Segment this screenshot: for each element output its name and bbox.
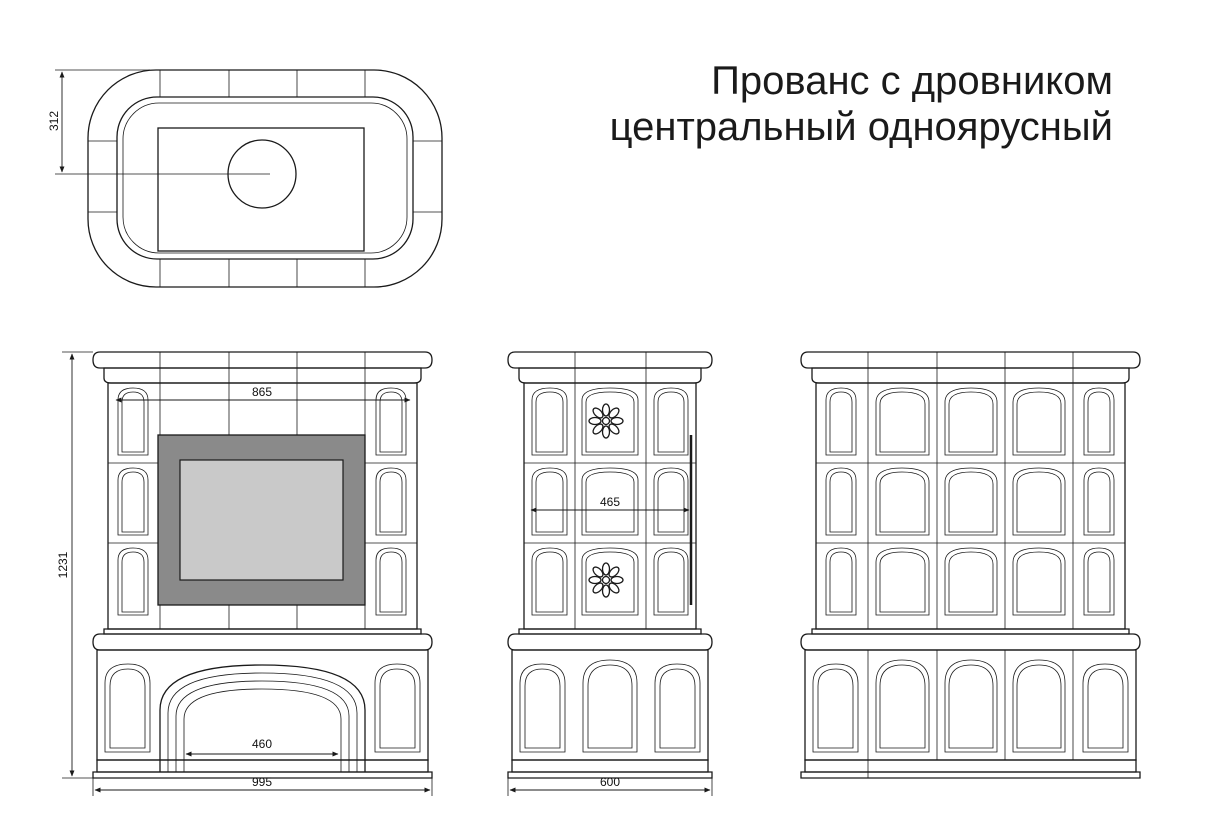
back-lower-tiles [812, 659, 1129, 753]
plan-depth-label: 312 [47, 111, 61, 131]
back-middle-cornice [800, 633, 1141, 651]
title-line-1: Прованс с дровником [711, 59, 1113, 103]
plan-outer-outline [87, 69, 443, 288]
side-upper-tiles [531, 387, 689, 616]
front-side-tiles [117, 387, 407, 616]
side-inner-width-label: 465 [600, 495, 620, 509]
front-total-width-label: 995 [252, 775, 272, 789]
back-lower-body [804, 649, 1137, 761]
rosette-ornament-top [588, 403, 624, 439]
front-view: 865 460 995 1231 [56, 351, 433, 796]
side-view: 465 600 [507, 351, 713, 796]
firewood-width-label: 460 [252, 737, 272, 751]
rosette-ornament-bottom [588, 562, 624, 598]
side-lower-tiles [519, 659, 701, 753]
side-total-width-label: 600 [600, 775, 620, 789]
side-cornice [507, 351, 713, 369]
back-view [800, 351, 1141, 779]
front-middle-cornice [92, 633, 433, 651]
total-height-label: 1231 [56, 551, 70, 578]
back-upper-body [815, 382, 1126, 630]
side-lower-body [511, 649, 709, 761]
plan-view: 312 [47, 69, 443, 288]
firebox-glass [179, 459, 344, 581]
plan-top-plate [157, 127, 365, 252]
side-middle-cornice [507, 633, 713, 651]
stove-title: Прованс с дровником центральный одноярус… [610, 58, 1113, 150]
plan-inner-outline-2 [122, 102, 408, 254]
front-inner-width-label: 865 [252, 385, 272, 399]
title-line-2: центральный одноярусный [609, 105, 1113, 149]
back-cornice [800, 351, 1141, 369]
firewood-niche [159, 664, 366, 772]
front-lower-tiles [104, 663, 421, 753]
plan-inner-outline-1 [116, 96, 414, 260]
front-cornice [92, 351, 433, 369]
plan-tile-joints [88, 70, 442, 287]
back-upper-tiles [825, 387, 1115, 616]
